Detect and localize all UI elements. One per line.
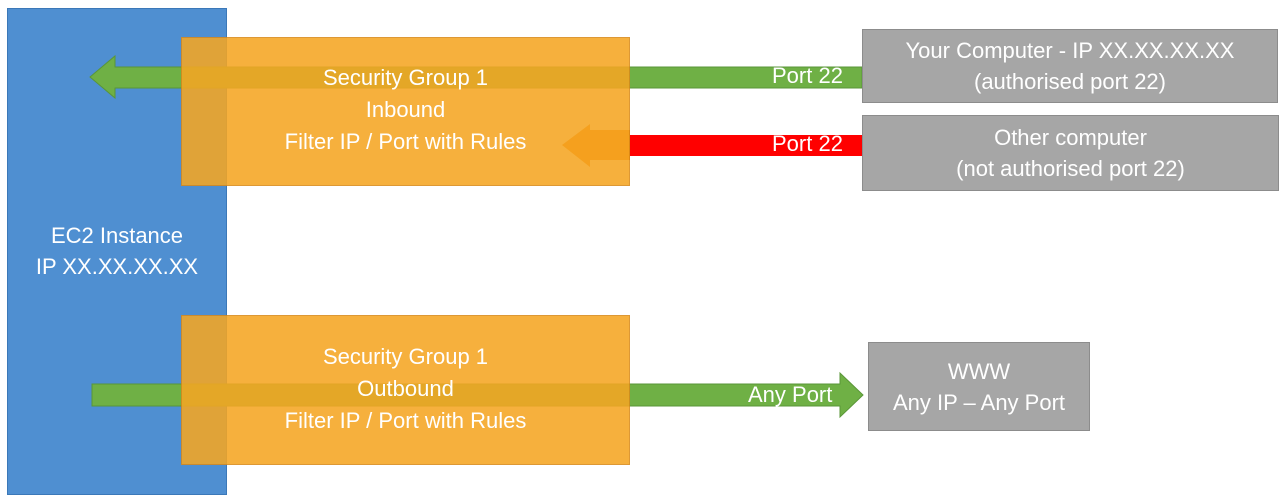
www-title: WWW	[947, 358, 1011, 384]
other-computer-title: Other computer	[994, 125, 1147, 150]
security-group-inbound-label: Security Group 1 Inbound Filter IP / Por…	[181, 62, 630, 158]
outbound-port-label: Any Port	[748, 382, 833, 407]
security-group-inbound-box	[181, 37, 630, 186]
other-computer-note: (not authorised port 22)	[956, 156, 1185, 181]
denied-port-label: Port 22	[772, 131, 843, 156]
other-computer-box: Other computer (not authorised port 22)	[862, 115, 1279, 191]
security-group-inbound-rule: Filter IP / Port with Rules	[284, 129, 527, 154]
allowed-port-label: Port 22	[772, 63, 843, 88]
ec2-instance-label: EC2 Instance IP XX.XX.XX.XX	[7, 220, 227, 282]
ec2-instance-title: EC2 Instance	[50, 223, 184, 248]
security-group-outbound-box	[181, 315, 630, 465]
your-computer-box: Your Computer - IP XX.XX.XX.XX (authoris…	[862, 29, 1278, 103]
security-group-outbound-name: Security Group 1	[322, 344, 489, 369]
your-computer-title: Your Computer - IP XX.XX.XX.XX	[905, 38, 1235, 63]
security-group-inbound-name: Security Group 1	[322, 65, 489, 90]
www-box: WWW Any IP – Any Port	[868, 342, 1090, 431]
ec2-instance-ip: IP XX.XX.XX.XX	[35, 254, 199, 279]
security-group-inbound-direction: Inbound	[365, 97, 446, 122]
denied-inbound-arrow-shaft	[590, 135, 862, 156]
security-group-outbound-rule: Filter IP / Port with Rules	[284, 408, 527, 433]
security-group-outbound-direction: Outbound	[357, 376, 454, 401]
security-group-outbound-label: Security Group 1 Outbound Filter IP / Po…	[181, 341, 630, 437]
your-computer-note: (authorised port 22)	[974, 69, 1166, 94]
www-note: Any IP – Any Port	[892, 389, 1066, 415]
